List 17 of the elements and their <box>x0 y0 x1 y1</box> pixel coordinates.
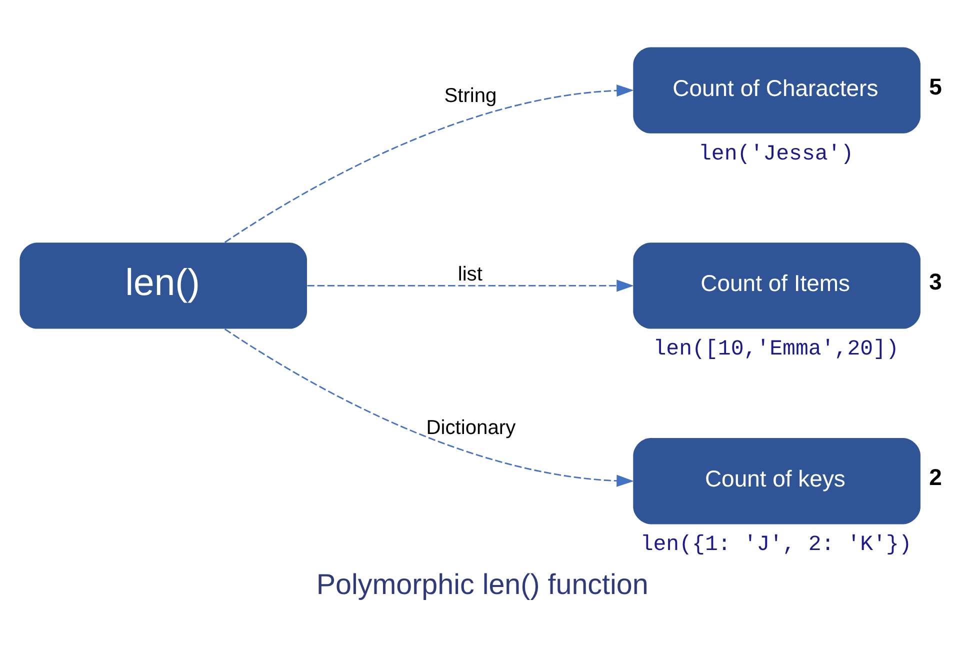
node-label: 3 <box>929 268 942 295</box>
node-label: len('Jessa') <box>698 142 854 166</box>
node-label: len({1: 'J', 2: 'K'}) <box>640 533 912 558</box>
node-box: Count of keys <box>633 438 920 524</box>
node-label: 2 <box>929 464 942 490</box>
node-label: 5 <box>929 73 942 100</box>
arrow <box>224 84 634 243</box>
node-box: Count of Characters <box>633 47 920 134</box>
edge-label: list <box>458 263 482 286</box>
arrow <box>224 328 634 487</box>
arrow <box>307 280 634 292</box>
caption: Polymorphic len() function <box>316 568 648 601</box>
edge-label: String <box>444 85 497 108</box>
node-label: len([10,'Emma',20]) <box>653 338 899 362</box>
edge-label: Dictionary <box>426 416 516 439</box>
node-box: Count of Items <box>633 242 920 329</box>
node-box: len() <box>20 242 307 329</box>
